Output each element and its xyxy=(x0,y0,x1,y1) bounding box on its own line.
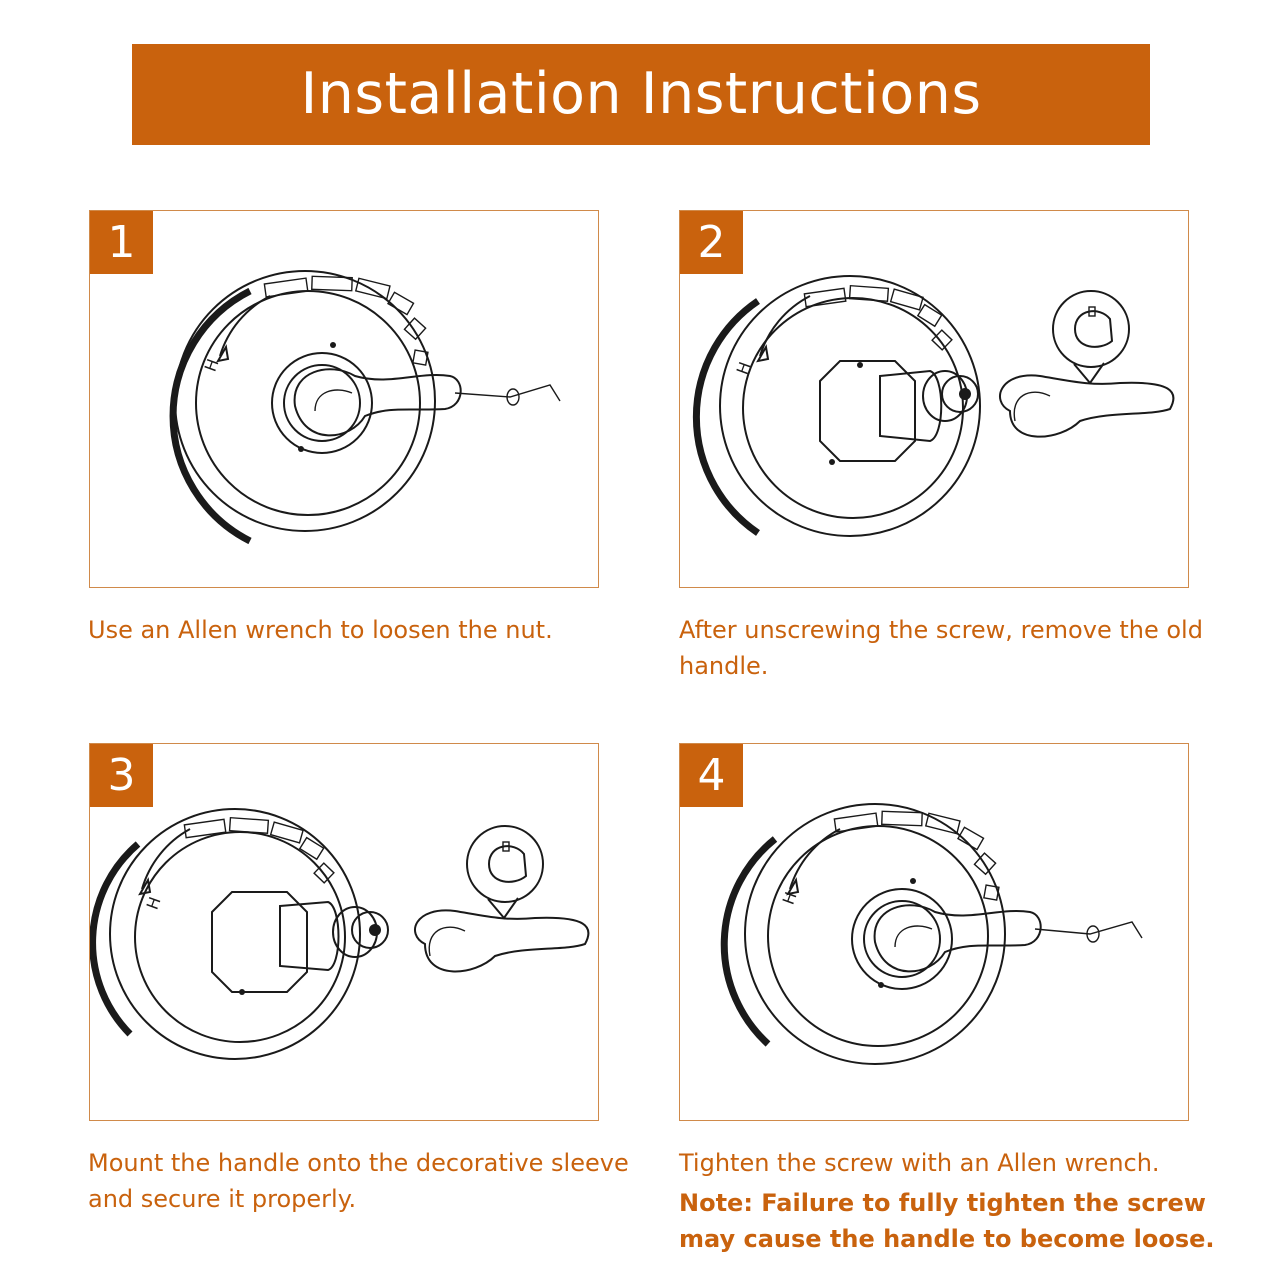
new-handle-illustration xyxy=(414,825,590,973)
allen-wrench-illustration xyxy=(454,384,561,406)
valve-trim-plate-illustration: H xyxy=(90,808,389,1060)
dial-hot-label: H xyxy=(733,359,755,377)
dial-hot-label: H xyxy=(143,894,165,912)
step-4-caption: Tighten the screw with an Allen wrench. xyxy=(679,1149,1160,1177)
step-2-illustration: H xyxy=(692,275,1175,537)
step-3-panel: H 3 xyxy=(89,743,599,1121)
removed-handle-illustration xyxy=(999,290,1175,438)
step-4-panel: H 4 xyxy=(679,743,1189,1121)
page-title: Installation Instructions xyxy=(300,61,982,127)
step-4-warning-note: Note: Failure to fully tighten the screw… xyxy=(679,1189,1215,1253)
step-1-illustration: H xyxy=(169,270,561,545)
step-4-illustration: H xyxy=(720,803,1143,1065)
title-banner: Installation Instructions xyxy=(132,44,1150,145)
step-3-illustration: H xyxy=(90,808,590,1060)
step-4-caption-block: Tighten the screw with an Allen wrench. … xyxy=(679,1145,1269,1257)
step-2-panel: H 2 xyxy=(679,210,1189,588)
allen-wrench-illustration xyxy=(1034,921,1143,943)
step-1-panel: H 1 xyxy=(89,210,599,588)
valve-trim-plate-illustration: H xyxy=(692,275,981,537)
step-1-caption: Use an Allen wrench to loosen the nut. xyxy=(88,616,553,644)
lever-handle-illustration xyxy=(293,368,462,437)
step-4-number: 4 xyxy=(680,744,743,807)
valve-trim-plate-illustration: H xyxy=(720,803,1006,1065)
lever-handle-illustration xyxy=(873,904,1042,973)
step-3-number: 3 xyxy=(90,744,153,807)
step-3-caption: Mount the handle onto the decorative sle… xyxy=(88,1149,629,1213)
step-2-caption: After unscrewing the screw, remove the o… xyxy=(679,616,1203,680)
step-2-number: 2 xyxy=(680,211,743,274)
step-1-number: 1 xyxy=(90,211,153,274)
valve-trim-plate-illustration: H xyxy=(169,270,436,545)
